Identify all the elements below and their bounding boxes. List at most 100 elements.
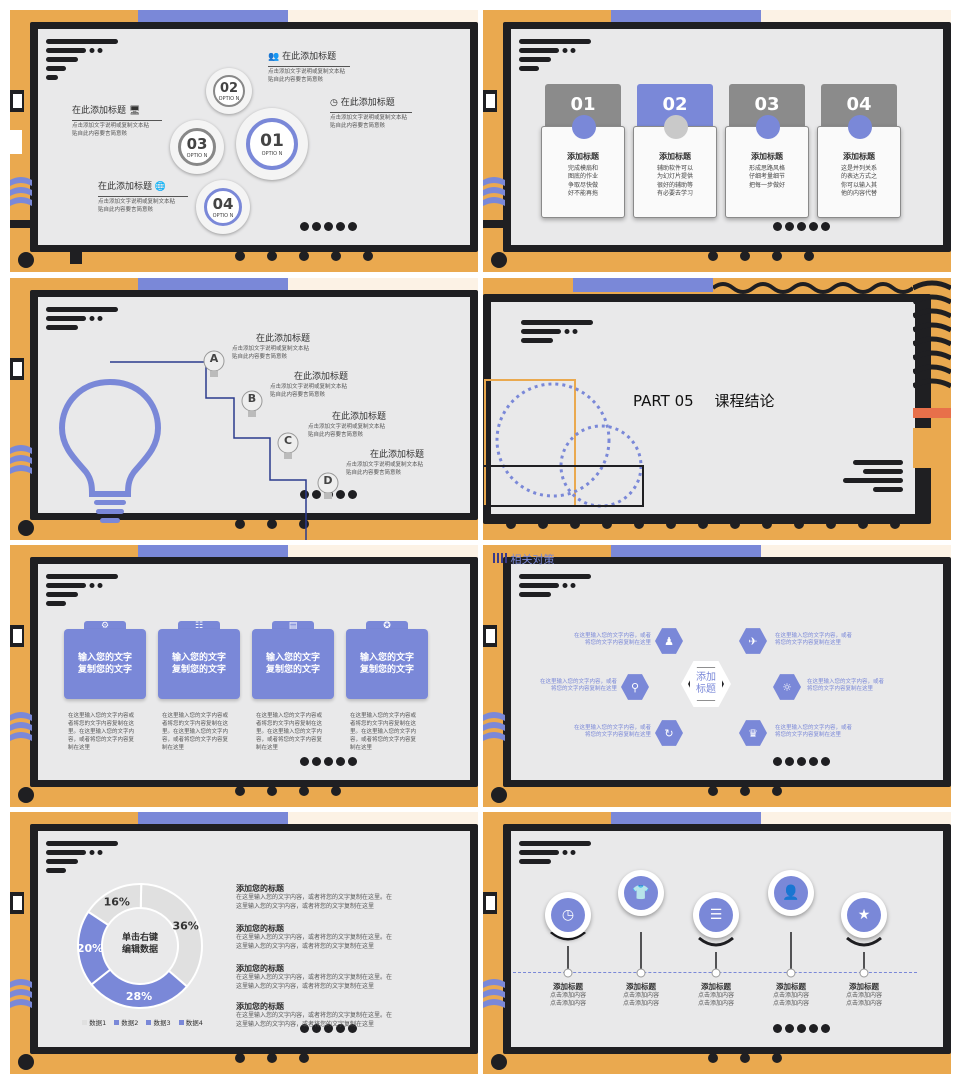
center-hex[interactable]: 添加标题 bbox=[688, 667, 724, 701]
item-desc: 贴自此内容要言简意赅 bbox=[330, 122, 386, 129]
item-left-top: 在此添加标题 🖥 点击添加文字说明或复制文本粘 贴自此内容要言简意赅 bbox=[72, 106, 162, 139]
badge-1[interactable]: 输入您的文字复制您的文字 bbox=[64, 629, 146, 699]
panel bbox=[511, 831, 943, 1047]
item-desc: 贴自此内容要言简意赅 bbox=[72, 130, 128, 137]
badge-icon: ⚙ bbox=[100, 621, 110, 631]
bulb-icon: ☼ bbox=[782, 680, 792, 694]
badge-desc-3: 在这里输入您的文字内容或者将您的文字内容复制在这里。在这里输入您的文字内容，或者… bbox=[256, 713, 323, 751]
stripes-decoration bbox=[519, 574, 591, 597]
step-title: 在此添加标题 bbox=[256, 334, 311, 344]
chart-item-2: 添加您的标题在这里输入您的文字内容，或者将您的文字复制在这里。在这里输入您的文字… bbox=[236, 924, 436, 952]
slide-5-badges[interactable]: ⚙ ☷ ▤ ✪ 输入您的文字复制您的文字 输入您的文字复制您的文字 输入您的文字… bbox=[10, 545, 478, 807]
hex-chart[interactable]: ⚲ bbox=[621, 674, 649, 700]
card-line: 他的内容代替 bbox=[840, 190, 877, 198]
globe-icon: 🌐 bbox=[154, 182, 167, 192]
stripes-decoration bbox=[46, 39, 118, 80]
card-line: 有必要去学习 bbox=[656, 190, 693, 198]
legend-item: 数据4 bbox=[178, 1017, 203, 1027]
bottom-decoration bbox=[506, 519, 900, 529]
medal-icon: ✪ bbox=[383, 621, 391, 631]
header-label: 相关对策 bbox=[493, 551, 555, 567]
top-blue-block bbox=[138, 545, 288, 559]
shirt-icon: 👕 bbox=[632, 885, 650, 901]
donut-center-line: 单击右键 bbox=[121, 933, 158, 943]
badge-2[interactable]: 输入您的文字复制您的文字 bbox=[158, 629, 240, 699]
step-text-d: 在此添加标题点击添加文字说明或复制文本粘贴自此内容要言简意赅 bbox=[346, 450, 424, 478]
center-title: 标题 bbox=[696, 684, 716, 695]
part-number: PART 05 bbox=[633, 392, 694, 410]
item-title: 在此添加标题 bbox=[282, 52, 337, 62]
item-left-bottom: 在此添加标题 🌐 点击添加文字说明或复制文本粘 贴自此内容要言简意赅 bbox=[98, 182, 188, 215]
slide-nav-dots[interactable] bbox=[300, 1024, 357, 1033]
card-number: 02 bbox=[662, 94, 688, 115]
slide-nav-dots[interactable] bbox=[773, 757, 830, 766]
card-01[interactable]: 添加标题 完成模扇和图底的作业争取尽快做好不能再拖 bbox=[541, 115, 625, 218]
slide-nav-dots[interactable] bbox=[773, 1024, 830, 1033]
card-04[interactable]: 添加标题 这是并列关系的表达方式之你可以输入其他的内容代替 bbox=[817, 115, 901, 218]
step-title: 在此添加标题 bbox=[370, 450, 425, 460]
chart-item-1: 添加您的标题在这里输入您的文字内容，或者将您的文字复制在这里。在这里输入您的文字… bbox=[236, 884, 436, 912]
top-white-block bbox=[288, 10, 478, 24]
badge-desc-1: 在这里输入您的文字内容或者将您的文字内容复制在这里。在这里输入您的文字内容，或者… bbox=[68, 713, 135, 751]
bottom-decoration bbox=[18, 786, 341, 803]
slide-nav-dots[interactable] bbox=[773, 222, 830, 231]
hex-bulb[interactable]: ☼ bbox=[773, 674, 801, 700]
clock-icon: ◷ bbox=[330, 98, 338, 108]
donut-slice-1 bbox=[139, 882, 203, 988]
timeline-icon-2[interactable]: 👕 bbox=[618, 870, 664, 916]
item-title: 在此添加标题 bbox=[98, 182, 153, 192]
badge-3[interactable]: 输入您的文字复制您的文字 bbox=[252, 629, 334, 699]
card-03[interactable]: 添加标题 形成思路风格仔细考量细节把每一步做好 bbox=[725, 115, 809, 218]
item-text-2: 在这里输入您的文字内容，或者将您的文字内容复制在这里 bbox=[775, 633, 853, 647]
stripes-decoration bbox=[519, 39, 591, 71]
left-side-decoration bbox=[483, 90, 505, 228]
badge-line: 复制您的文字 bbox=[77, 665, 132, 675]
timeline-icon-3[interactable]: ☰ bbox=[693, 892, 739, 938]
center-title: 添加 bbox=[696, 672, 716, 683]
donut-chart: 36%28%20%16% bbox=[77, 882, 203, 1009]
slide-3-bulb-steps[interactable]: A B C D 在此添加标题点击添加文字说明或复制文本粘贴自此内容要言简意赅 在… bbox=[10, 278, 478, 540]
slide-7-donut-chart[interactable]: 36%28%20%16% 单击右键编辑数据 数据1 数据2 数据3 数据4 添加… bbox=[10, 812, 478, 1074]
bottom-decoration bbox=[18, 251, 373, 268]
step-desc: 贴自此内容要言简意赅 bbox=[232, 353, 288, 360]
hex-trophy[interactable]: ♛ bbox=[739, 720, 767, 746]
step-desc: 点击添加文字说明或复制文本粘 bbox=[308, 423, 386, 430]
stripes-decoration bbox=[46, 307, 118, 330]
timeline-icon-5[interactable]: ★ bbox=[841, 892, 887, 938]
slide-8-icon-timeline[interactable]: ◷ 👕 ☰ 👤 ★ 添加标题点击添加内容点击添加内容 添加标题点击添加内容点击添… bbox=[483, 812, 951, 1074]
step-desc: 点击添加文字说明或复制文本粘 bbox=[232, 345, 310, 352]
badge-line: 复制您的文字 bbox=[359, 665, 414, 675]
slide-nav-dots[interactable] bbox=[300, 222, 357, 231]
card-02[interactable]: 添加标题 辅助软件可以为幻灯片提供很好的辅助等有必要去学习 bbox=[633, 115, 717, 218]
card-title: 添加标题 bbox=[751, 152, 783, 161]
slide-2-cards[interactable]: 01 02 03 04 添加标题 完成模扇和图底的作业争取尽快做好不能再拖 添加… bbox=[483, 10, 951, 272]
slide-4-section-title[interactable]: PART 05 课程结论 bbox=[483, 278, 951, 540]
card-line: 的表达方式之 bbox=[840, 173, 877, 181]
item-text-4: 在这里输入您的文字内容，或者将您的文字内容复制在这里 bbox=[807, 679, 885, 693]
card-line: 形成思路风格 bbox=[748, 165, 785, 172]
slide-6-hex-radial[interactable]: 相关对策 添加标题 ♟ ✈ ⚲ ☼ ↻ ♛ 在这里输入您的文字内容，或者将您的文… bbox=[483, 545, 951, 807]
gear-sub: OPTIO N bbox=[261, 151, 283, 157]
top-blue-block bbox=[611, 812, 761, 826]
item-desc: 点击添加文字说明或复制文本粘 bbox=[268, 68, 346, 75]
legend-item: 数据2 bbox=[114, 1017, 138, 1027]
item-text-1: 在这里输入您的文字内容，或者将您的文字内容复制在这里 bbox=[573, 633, 651, 647]
step-bulb-c: C bbox=[276, 432, 300, 462]
slide-nav-dots[interactable] bbox=[300, 757, 357, 766]
timeline-icon-4[interactable]: 👤 bbox=[768, 870, 814, 916]
badge-4[interactable]: 输入您的文字复制您的文字 bbox=[346, 629, 428, 699]
hex-refresh[interactable]: ↻ bbox=[655, 720, 683, 746]
timeline-icon-1[interactable]: ◷ bbox=[545, 892, 591, 938]
hex-plane[interactable]: ✈ bbox=[739, 628, 767, 654]
left-side-decoration bbox=[483, 892, 505, 1008]
lightbulb-icon bbox=[58, 378, 162, 523]
step-text-a: 在此添加标题点击添加文字说明或复制文本粘贴自此内容要言简意赅 bbox=[232, 334, 310, 362]
timeline-title: 添加标题 bbox=[701, 982, 731, 991]
hex-people[interactable]: ♟ bbox=[655, 628, 683, 654]
item-desc: 点击添加文字说明或复制文本粘 bbox=[330, 114, 408, 121]
card-number: 01 bbox=[570, 94, 596, 115]
